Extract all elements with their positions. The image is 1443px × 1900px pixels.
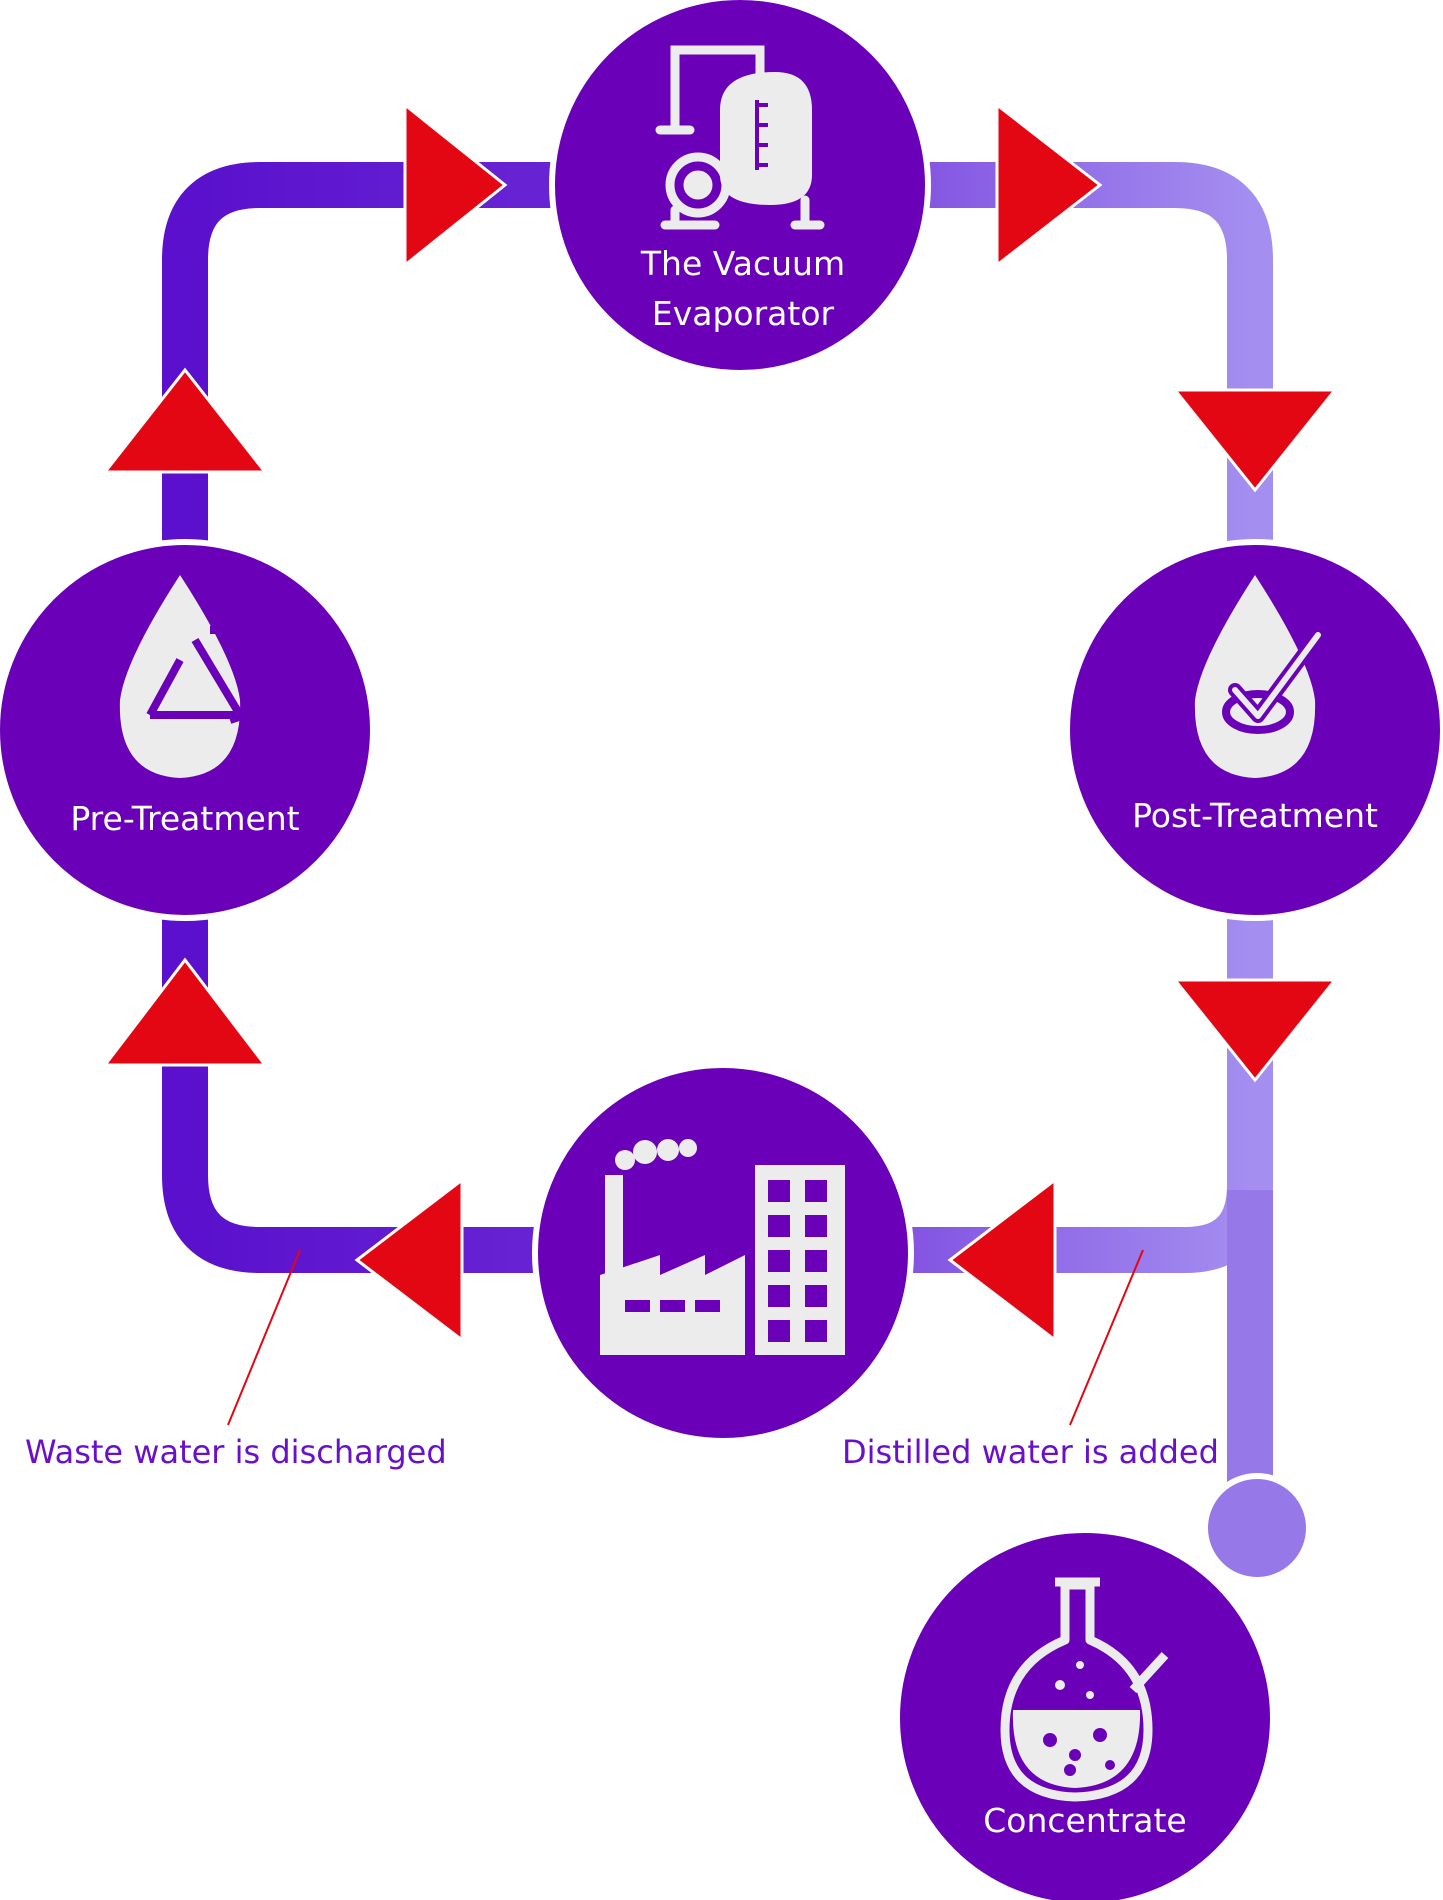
flow-arrows <box>101 101 1339 1344</box>
node-factory <box>532 1062 914 1444</box>
arrow-down-1 <box>1171 388 1339 493</box>
concentrate-label: Concentrate <box>983 1801 1186 1840</box>
pre-treatment-label: Pre-Treatment <box>70 799 299 838</box>
branch-junction <box>1202 1473 1312 1583</box>
water-drop-check-icon <box>1194 575 1316 778</box>
arrow-left-1 <box>947 1176 1057 1344</box>
leader-line <box>227 1249 301 1426</box>
arrow-right-2 <box>995 101 1103 269</box>
node-pre-treatment: Pre-Treatment <box>0 539 376 921</box>
node-circle <box>532 1062 914 1444</box>
evaporator-tank <box>720 72 812 205</box>
annotation-distilled-water: Distilled water is added <box>842 1249 1219 1471</box>
node-concentrate: Concentrate <box>894 1527 1276 1900</box>
arrow-down-2 <box>1171 978 1339 1083</box>
leader-line <box>1069 1249 1144 1426</box>
annotation-waste-water: Waste water is discharged <box>25 1249 447 1471</box>
evaporator-label-line1: The Vacuum <box>640 244 845 283</box>
flask-icon <box>1000 1577 1169 1802</box>
node-vacuum-evaporator: The Vacuum Evaporator <box>549 0 931 376</box>
flow-pipes <box>162 162 1312 1583</box>
main-loop-pipe <box>162 162 1273 1273</box>
post-treatment-label: Post-Treatment <box>1132 796 1378 835</box>
waste-water-annotation: Waste water is discharged <box>25 1433 447 1471</box>
factory-icon <box>600 1139 845 1355</box>
arrow-left-2 <box>354 1176 464 1344</box>
water-drop-recycle-icon <box>119 575 241 778</box>
arrow-up-2 <box>101 957 269 1067</box>
distilled-water-annotation: Distilled water is added <box>842 1433 1219 1471</box>
evaporator-label-line2: Evaporator <box>652 294 835 333</box>
arrow-up-1 <box>101 367 269 474</box>
node-post-treatment: Post-Treatment <box>1064 539 1443 921</box>
arrow-right-1 <box>403 101 508 269</box>
